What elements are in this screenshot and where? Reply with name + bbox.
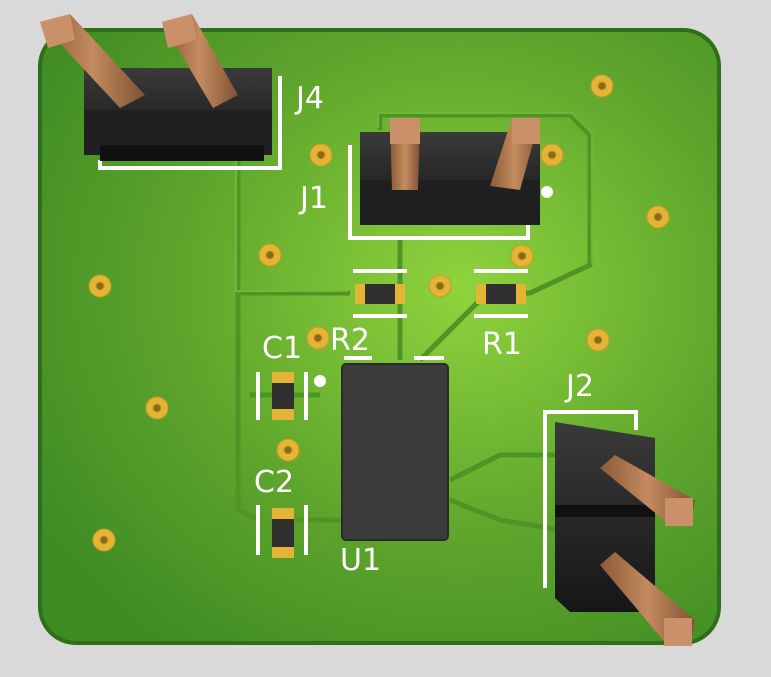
header-j1[interactable]: [348, 118, 540, 240]
capacitor-c2[interactable]: [256, 505, 308, 558]
resistor-r1[interactable]: [474, 269, 528, 318]
label-r1: R1: [482, 327, 522, 362]
header-j4[interactable]: [40, 14, 282, 170]
capacitor-c1[interactable]: [256, 372, 308, 420]
label-c2: C2: [254, 465, 294, 500]
label-r2: R2: [330, 323, 370, 358]
pcb-board: [38, 28, 721, 645]
label-j2: J2: [564, 369, 594, 404]
label-c1: C1: [262, 331, 302, 366]
copper-traces: [235, 112, 593, 533]
silkscreen-labels: J4 J1 R2 R1 C1 C2 U1 J2: [254, 81, 594, 578]
resistor-r2[interactable]: [353, 269, 407, 318]
label-j4: J4: [294, 81, 324, 116]
header-j2[interactable]: [543, 410, 695, 646]
via-holes: [88, 74, 670, 552]
label-j1: J1: [298, 181, 328, 216]
label-u1: U1: [340, 543, 381, 578]
ic-u1[interactable]: [341, 356, 449, 541]
